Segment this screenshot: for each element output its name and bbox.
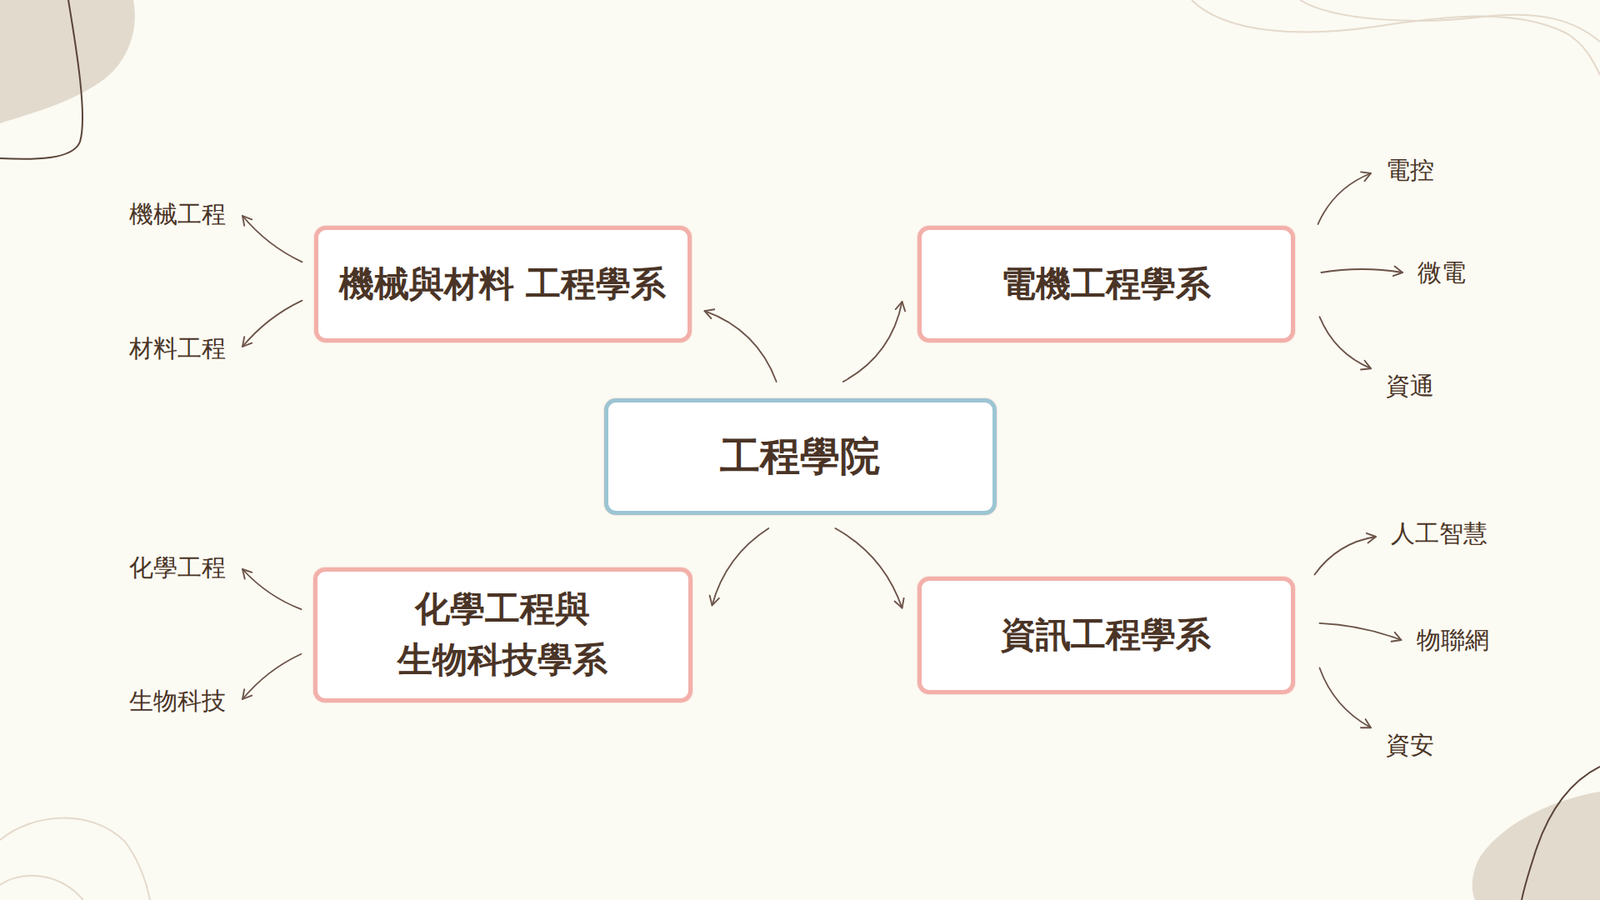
department-box: 資訊工程學系	[917, 576, 1295, 695]
branch-arrow	[843, 301, 903, 382]
corner-curve	[1521, 766, 1600, 900]
branch-text: 物聯網	[1416, 625, 1490, 655]
department-box: 機械與材料 工程學系	[314, 225, 692, 343]
corner-curve	[1300, 0, 1600, 42]
branch-text: 人工智慧	[1390, 519, 1488, 549]
corner-curve	[1191, 0, 1600, 75]
branch-label: 材料工程	[124, 330, 231, 367]
branch-arrow	[1321, 269, 1404, 273]
branch-text: 電控	[1385, 155, 1435, 185]
branch-text: 資安	[1385, 730, 1435, 760]
branch-arrow	[1315, 536, 1377, 575]
corner-curve	[0, 818, 150, 900]
branch-text: 材料工程	[129, 334, 226, 364]
branch-arrow	[1320, 623, 1402, 640]
branch-arrow	[705, 310, 777, 382]
branch-text: 資通	[1385, 371, 1435, 401]
branch-label: 資通	[1380, 368, 1440, 405]
corner-blob	[1472, 791, 1600, 900]
branch-text: 化學工程	[129, 553, 226, 583]
branch-label: 物聯網	[1411, 622, 1495, 659]
box-title: 工程學院	[720, 427, 880, 486]
branch-label: 機械工程	[124, 196, 231, 233]
corner-curve	[0, 875, 84, 900]
branch-arrow	[835, 528, 902, 609]
branch-arrow	[242, 654, 302, 700]
branch-label: 生物科技	[124, 683, 231, 720]
branch-arrow	[712, 528, 770, 605]
branch-label: 資安	[1380, 727, 1440, 764]
corner-blob	[0, 0, 135, 124]
branch-arrow	[1320, 316, 1372, 369]
branch-arrow	[1318, 173, 1372, 225]
branch-label: 微電	[1412, 255, 1471, 291]
box-title: 資訊工程學系	[1000, 610, 1211, 661]
branch-arrow	[242, 215, 303, 262]
branch-text: 微電	[1417, 258, 1466, 288]
box-title: 電機工程學系	[1000, 259, 1211, 310]
branch-label: 人工智慧	[1385, 515, 1493, 552]
branch-arrow	[242, 569, 302, 610]
root-box: 工程學院	[604, 398, 997, 515]
box-title: 化學工程與 生物科技學系	[337, 584, 669, 686]
box-title: 機械與材料 工程學系	[339, 259, 667, 310]
branch-arrow	[1320, 668, 1372, 729]
branch-arrow	[242, 300, 303, 347]
branch-text: 生物科技	[129, 686, 226, 716]
branch-text: 機械工程	[129, 200, 226, 230]
corner-curve	[0, 0, 83, 160]
department-box: 電機工程學系	[917, 225, 1295, 343]
department-box: 化學工程與 生物科技學系	[313, 567, 693, 703]
branch-label: 電控	[1380, 152, 1440, 189]
branch-label: 化學工程	[124, 550, 231, 586]
